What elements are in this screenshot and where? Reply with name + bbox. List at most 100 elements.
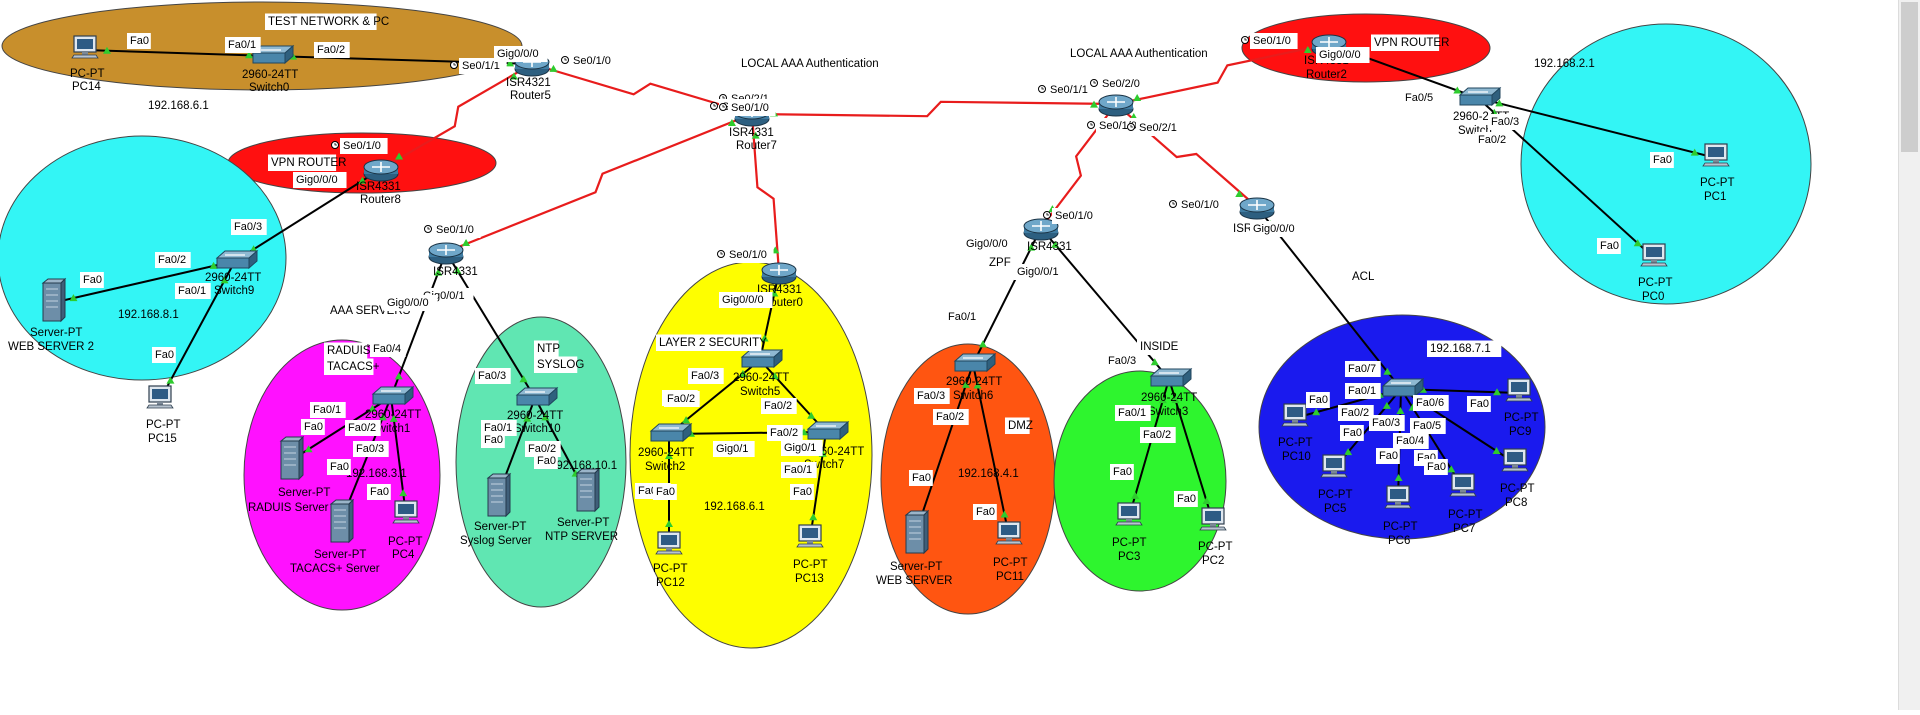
switch-device-switch-acl[interactable] (1381, 377, 1425, 398)
pc-device-pc2[interactable] (1199, 507, 1227, 531)
server-device-tacacs[interactable] (329, 498, 355, 544)
svg-text:TEST NETWORK & PC: TEST NETWORK & PC (268, 16, 389, 28)
svg-text:Switch9: Switch9 (214, 285, 254, 297)
switch-device-switch10[interactable] (515, 386, 559, 407)
pc-device-pc1[interactable] (1702, 143, 1730, 167)
switch-device-switch7[interactable] (806, 420, 850, 441)
switch-device-switch3[interactable] (1149, 367, 1193, 388)
ethernet-link-pc14-switch0[interactable] (84, 49, 272, 57)
svg-text:Se0/1/1: Se0/1/1 (1050, 84, 1088, 96)
clock-icon (424, 225, 432, 233)
scrollbar-thumb[interactable] (1901, 2, 1918, 152)
switch-device-switch2[interactable] (649, 422, 693, 443)
switch-device-switch1[interactable] (371, 385, 415, 406)
ethernet-link-switch9-webserver2[interactable] (51, 260, 236, 304)
server-device-webserver2[interactable] (41, 277, 67, 323)
svg-text:Fa0/5: Fa0/5 (1405, 92, 1433, 104)
pc-device-pc14[interactable] (71, 35, 99, 59)
svg-text:Fa0: Fa0 (656, 486, 675, 498)
link-state-indicator (751, 131, 760, 139)
pc-device-pc3[interactable] (1115, 502, 1143, 526)
ethernet-link-router8-switch9[interactable] (234, 168, 382, 262)
ethernet-link-switch7-pc13[interactable] (809, 431, 827, 540)
router-device-router8[interactable] (363, 159, 399, 182)
device-model-label: Server-PT (314, 549, 366, 561)
pc-device-pc9[interactable] (1505, 378, 1533, 402)
svg-text:Fa0/2: Fa0/2 (1341, 407, 1369, 419)
pc-device-pc4[interactable] (392, 500, 420, 524)
annotation-note: 192.168.10.1 (550, 460, 617, 472)
pc-device-pc15[interactable] (146, 385, 174, 409)
pc-device-pc12[interactable] (655, 531, 683, 555)
switch-device-switch5[interactable] (740, 348, 784, 369)
switch-device-switch6[interactable] (953, 352, 997, 373)
router-device-router-zpf[interactable] (1023, 218, 1059, 241)
pc-icon (1449, 473, 1477, 497)
pc-device-pc10[interactable] (1281, 403, 1309, 427)
pc-device-pc13[interactable] (796, 524, 824, 548)
ethernet-link-switch9-pc15[interactable] (159, 260, 236, 401)
link-state-indicator (1492, 447, 1501, 455)
port-label: Fa0/4 (1393, 433, 1429, 449)
svg-text:Se0/1/0: Se0/1/0 (436, 224, 474, 236)
serial-link-router7-router-main[interactable] (751, 100, 1117, 118)
serial-link-router7-router0[interactable] (750, 113, 781, 273)
serial-link-router7-router-aaa[interactable] (445, 112, 753, 254)
link-state-indicator (209, 261, 218, 269)
link-state-indicator (1394, 474, 1403, 482)
ethernet-link-router-aaa-switch10[interactable] (445, 251, 536, 399)
device-name-label: Router7 (736, 140, 777, 152)
server-device-radius[interactable] (279, 435, 305, 481)
link-state-indicator (1312, 408, 1321, 416)
ethernet-link-router-aaa-switch1[interactable] (390, 251, 447, 398)
port-label: Fa0/3 (688, 368, 724, 384)
ethernet-link-switch6-pc11[interactable] (972, 363, 1010, 537)
link-state-indicator (807, 411, 816, 419)
device-model-label: ISR4321 (506, 77, 551, 89)
switch-device-switch9[interactable] (215, 249, 259, 270)
server-device-webserver[interactable] (904, 509, 930, 555)
port-label: Fa0/3 (1369, 415, 1405, 431)
vertical-scrollbar[interactable] (1898, 0, 1920, 710)
router-device-router-acl[interactable] (1239, 197, 1275, 220)
router-device-router0[interactable] (761, 262, 797, 285)
svg-text:LAYER 2 SECURITY: LAYER 2 SECURITY (659, 337, 767, 349)
device-model-label: 2960-24TT (242, 69, 298, 81)
pc-device-pc8[interactable] (1501, 448, 1529, 472)
ethernet-link-switch-vpn-pc1[interactable] (1477, 97, 1717, 159)
device-name-label: Switch6 (953, 390, 993, 402)
server-device-syslog[interactable] (486, 472, 512, 518)
serial-link-router-main-router2[interactable] (1115, 42, 1330, 106)
device-name-label: Router2 (1306, 69, 1347, 81)
pc-device-pc5[interactable] (1320, 454, 1348, 478)
serial-link-router5-router8[interactable] (380, 63, 533, 170)
svg-text:2960-24TT: 2960-24TT (365, 409, 421, 421)
link-state-indicator (1382, 401, 1391, 409)
switch-device-switch-vpn[interactable] (1458, 86, 1502, 107)
port-label: Fa0/1 (1345, 383, 1381, 399)
svg-text:Fa0: Fa0 (304, 421, 323, 433)
device-name-label: Syslog Server (460, 535, 532, 547)
port-label: Fa0/3 (1105, 353, 1141, 369)
svg-text:Syslog Server: Syslog Server (460, 535, 532, 547)
serial-link-router5-router7[interactable] (531, 62, 753, 116)
ethernet-link-switch6-webserver[interactable] (914, 363, 974, 536)
router-device-router-aaa[interactable] (428, 242, 464, 265)
server-device-ntp[interactable] (575, 467, 601, 513)
router-device-router-main[interactable] (1098, 94, 1134, 117)
zone-title-mint: NTP (534, 340, 560, 357)
ethernet-link-switch5-switch7[interactable] (759, 359, 827, 433)
ethernet-link-router0-switch5[interactable] (759, 271, 780, 361)
port-label: Fa0/1 (175, 283, 211, 299)
ethernet-link-router-acl-switch-acl[interactable] (1256, 206, 1402, 390)
device-model-label: ISR4331 (729, 127, 774, 139)
pc-device-pc7[interactable] (1449, 473, 1477, 497)
pc-device-pc11[interactable] (995, 521, 1023, 545)
device-name-label: PC11 (996, 571, 1024, 583)
pc-device-pc6[interactable] (1384, 485, 1412, 509)
link-state-indicator (394, 372, 403, 380)
device-model-label: 2960-24TT (365, 409, 421, 421)
pc-device-pc0[interactable] (1640, 243, 1668, 267)
router-icon (428, 242, 464, 265)
